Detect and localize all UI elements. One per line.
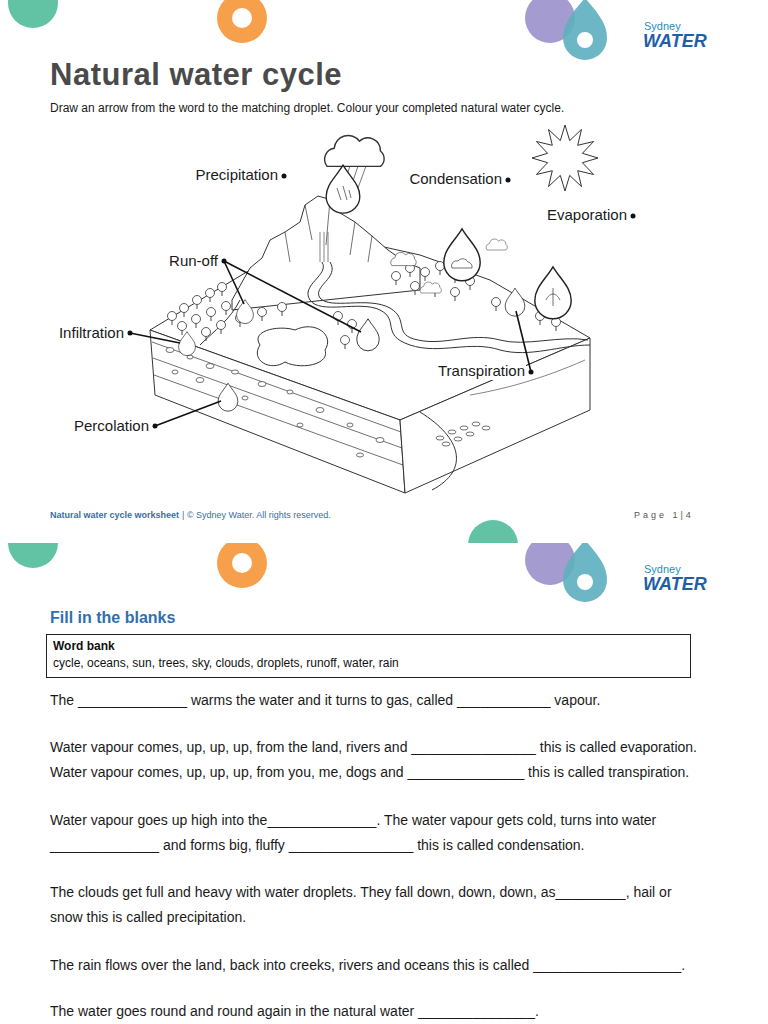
- instruction-text: Draw an arrow from the word to the match…: [50, 101, 564, 116]
- box-heading: Word bank: [53, 638, 684, 655]
- fill-sentence: The water goes round and round again in …: [50, 999, 750, 1024]
- fill-sentence: Water vapour comes, up, up, up, from you…: [50, 760, 750, 785]
- mountains: [232, 196, 420, 310]
- fill-sentence: Water vapour comes, up, up, up, from the…: [50, 735, 750, 760]
- fill-sentence: The ______________ warms the water and i…: [50, 688, 750, 713]
- river: [200, 262, 590, 366]
- fill-sentence: Water vapour goes up high into the______…: [50, 808, 710, 858]
- section-heading: Fill in the blanks: [50, 608, 175, 628]
- label-dots: [128, 174, 636, 429]
- sun-star: [532, 125, 598, 191]
- footer-title: Natural water cycle worksheet: [50, 509, 179, 521]
- droplets: [179, 165, 572, 411]
- part-label: Evaporation: [546, 206, 628, 224]
- part-label: Transpiration: [437, 362, 526, 380]
- part-label: Percolation: [73, 417, 150, 435]
- logo-text: WATER: [643, 31, 707, 51]
- part-label: Condensation: [408, 170, 503, 188]
- logo-text: WATER: [643, 574, 707, 594]
- part-label: Precipitation: [194, 166, 279, 184]
- fill-sentence: The rain flows over the land, back into …: [50, 953, 750, 978]
- decor-circles: [8, 0, 607, 543]
- fill-sentence: The clouds get full and heavy with water…: [50, 880, 705, 930]
- leader-lines: [130, 261, 531, 426]
- clouds: [325, 136, 508, 293]
- part-label: Run-off: [168, 252, 219, 270]
- worksheet-title: Natural water cycle: [50, 57, 342, 93]
- footer-copyright: | © Sydney Water. All rights reserved.: [182, 509, 331, 521]
- decor-circles: [8, 543, 607, 602]
- word-bank-box: Word bankcycle, oceans, sun, trees, sky,…: [46, 634, 691, 678]
- page-number: Page 1|4: [634, 509, 694, 521]
- box-body: cycle, oceans, sun, trees, sky, clouds, …: [53, 655, 684, 672]
- fish: [436, 422, 490, 446]
- part-label: Infiltration: [58, 324, 125, 342]
